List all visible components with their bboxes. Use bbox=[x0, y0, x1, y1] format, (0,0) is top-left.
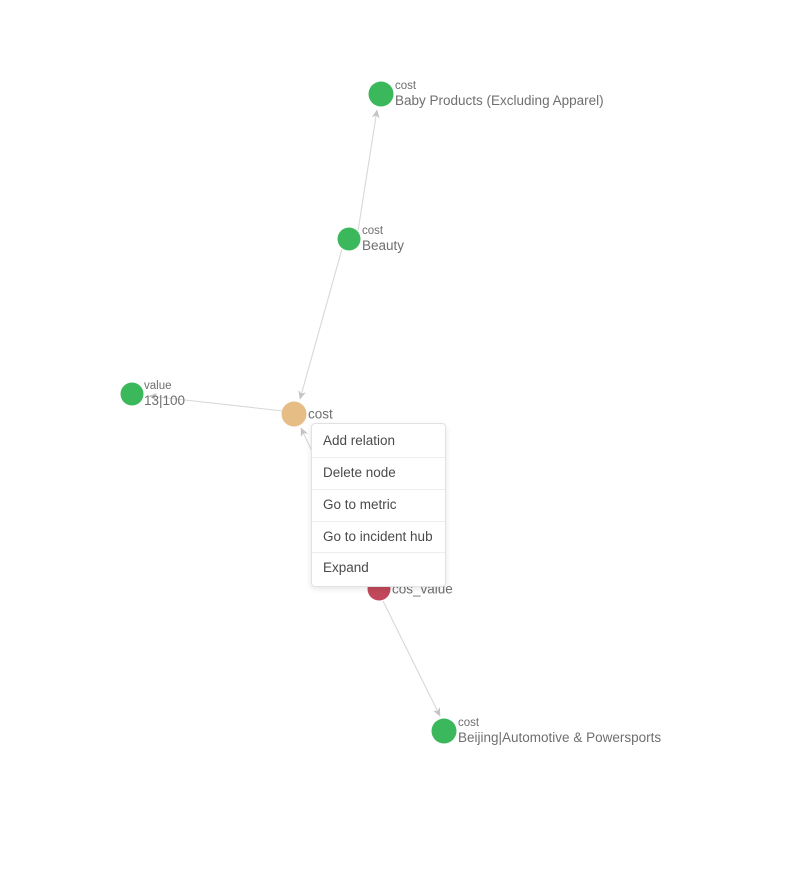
node-kind-label: cost bbox=[362, 225, 384, 238]
edge-cos-value-to-beijing-automotive bbox=[382, 600, 441, 717]
context-menu-item-add-relation[interactable]: Add relation bbox=[323, 433, 396, 448]
node-name-label: Beijing|Automotive & Powersports bbox=[458, 729, 662, 745]
node-circle[interactable] bbox=[431, 718, 457, 744]
node-label: value 13|100 bbox=[144, 380, 185, 408]
node-kind-label: cost bbox=[308, 406, 333, 422]
context-menu-item-delete-node[interactable]: Delete node bbox=[312, 456, 445, 489]
context-menu-item-expand[interactable]: Expand bbox=[312, 552, 445, 584]
node-circle[interactable] bbox=[281, 401, 307, 427]
node-label: cost Beauty bbox=[362, 225, 404, 253]
node-kind-label: cost bbox=[395, 80, 417, 93]
node-circle[interactable] bbox=[368, 81, 394, 107]
node-label: cost Baby Products (Excluding Apparel) bbox=[395, 80, 604, 108]
node-name-label: 13|100 bbox=[144, 392, 186, 408]
context-menu-item-go-to-incident-hub[interactable]: Go to incident hub bbox=[312, 520, 445, 553]
context-menu-item-go-to-metric[interactable]: Go to metric bbox=[312, 488, 445, 521]
node-name-label: Beauty bbox=[362, 237, 405, 253]
node-context-menu[interactable]: Add relation Delete node Go to metric Go… bbox=[311, 423, 446, 588]
node-circle[interactable] bbox=[337, 227, 361, 251]
node-kind-label: value bbox=[144, 380, 172, 393]
node-name-label: Baby Products (Excluding Apparel) bbox=[395, 92, 604, 108]
edge-beauty-to-baby-products bbox=[357, 109, 380, 232]
node-circle[interactable] bbox=[120, 382, 144, 406]
node-label: cost Beijing|Automotive & Powersports bbox=[458, 717, 661, 745]
node-label: cost bbox=[308, 406, 333, 421]
node-kind-label: cost bbox=[458, 717, 480, 730]
edge-beauty-to-cost-center bbox=[298, 248, 343, 400]
